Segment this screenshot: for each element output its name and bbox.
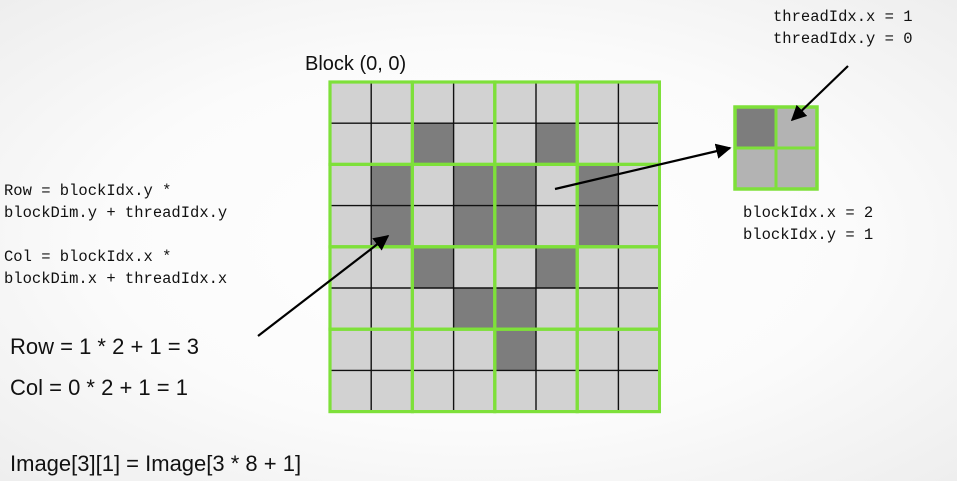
- grid-cell-dark: [412, 246, 454, 288]
- grid-cell: [371, 370, 413, 412]
- grid-cell: [371, 329, 413, 371]
- arrow-to-zoom: [554, 143, 732, 191]
- grid-cell: [618, 246, 660, 288]
- grid-cell: [618, 370, 660, 412]
- col-calculation: Col = 0 * 2 + 1 = 1: [10, 375, 188, 400]
- arrow-row-calc: [257, 235, 390, 337]
- grid-cell-dark: [453, 288, 495, 330]
- grid-cell: [412, 82, 454, 124]
- grid-cell-dark: [453, 205, 495, 247]
- grid-cell: [412, 370, 454, 412]
- grid-cell: [536, 82, 578, 124]
- grid-cell: [453, 123, 495, 165]
- grid-cell: [330, 82, 372, 124]
- grid-cell: [618, 205, 660, 247]
- block-idx-y: blockIdx.y = 1: [743, 226, 874, 244]
- grid-cell-dark: [412, 123, 454, 165]
- grid-cell: [371, 82, 413, 124]
- grid-cell: [412, 205, 454, 247]
- grid-cell: [577, 288, 619, 330]
- grid-cell: [494, 123, 536, 165]
- zoomed-block: [733, 105, 819, 191]
- thread-idx-label: threadIdx.x = 1 threadIdx.y = 0: [773, 6, 913, 50]
- grid-cell: [536, 370, 578, 412]
- thread-grid: [328, 80, 661, 414]
- grid-cell: [618, 123, 660, 165]
- block-outline: [575, 327, 661, 414]
- grid-cell-dark: [536, 246, 578, 288]
- grid-cell: [330, 329, 372, 371]
- grid-cell: [412, 164, 454, 206]
- grid-cell: [494, 246, 536, 288]
- zoom-block-outline: [733, 105, 819, 191]
- grid-cell-dark: [536, 123, 578, 165]
- block-title: Block (0, 0): [305, 53, 407, 75]
- grid-cell: [618, 82, 660, 124]
- col-formula: Col = blockIdx.x * blockDim.x + threadIdx…: [4, 246, 227, 290]
- col-formula-line1: Col = blockIdx.x *: [4, 248, 172, 266]
- zoom-cell: [774, 146, 819, 191]
- grid-cell: [330, 288, 372, 330]
- grid-cell-dark: [577, 164, 619, 206]
- grid-cell-dark: [371, 164, 413, 206]
- grid-cell-dark: [494, 329, 536, 371]
- grid-cell: [371, 123, 413, 165]
- block-idx-x: blockIdx.x = 2: [743, 204, 874, 222]
- grid-cell-dark: [453, 164, 495, 206]
- grid-cell: [618, 164, 660, 206]
- grid-cell-dark: [577, 205, 619, 247]
- grid-cell: [330, 205, 372, 247]
- grid-cell: [577, 123, 619, 165]
- grid-cell: [330, 370, 372, 412]
- grid-cell: [453, 82, 495, 124]
- row-calculation: Row = 1 * 2 + 1 = 3: [10, 334, 199, 359]
- grid-cell: [577, 370, 619, 412]
- grid-cell-dark: [494, 164, 536, 206]
- grid-cell: [494, 370, 536, 412]
- thread-idx-x: threadIdx.x = 1: [773, 8, 913, 26]
- grid-cell: [412, 329, 454, 371]
- grid-cell: [453, 246, 495, 288]
- grid-cell-dark: [494, 205, 536, 247]
- grid-cell: [536, 329, 578, 371]
- grid-cell: [536, 205, 578, 247]
- grid-cell: [577, 246, 619, 288]
- grid-cell: [453, 370, 495, 412]
- thread-idx-y: threadIdx.y = 0: [773, 30, 913, 48]
- grid-cell-dark: [494, 288, 536, 330]
- grid-cell: [412, 288, 454, 330]
- block-idx-label: blockIdx.x = 2 blockIdx.y = 1: [743, 202, 873, 246]
- grid-cell: [330, 123, 372, 165]
- grid-cell: [536, 288, 578, 330]
- row-formula-line1: Row = blockIdx.y *: [4, 182, 172, 200]
- grid-cell: [618, 329, 660, 371]
- grid-cell: [371, 288, 413, 330]
- col-formula-line2: blockDim.x + threadIdx.x: [4, 270, 228, 288]
- image-index-calculation: Image[3][1] = Image[3 * 8 + 1]: [10, 451, 302, 476]
- grid-cell: [577, 82, 619, 124]
- grid-cell: [453, 329, 495, 371]
- grid-cell: [371, 246, 413, 288]
- row-formula-line2: blockDim.y + threadIdx.y: [4, 204, 228, 222]
- grid-cell: [330, 164, 372, 206]
- grid-cell: [618, 288, 660, 330]
- row-formula: Row = blockIdx.y * blockDim.y + threadIdx…: [4, 180, 227, 224]
- grid-cell: [577, 329, 619, 371]
- grid-cell: [494, 82, 536, 124]
- arrow-thread-idx: [790, 65, 849, 122]
